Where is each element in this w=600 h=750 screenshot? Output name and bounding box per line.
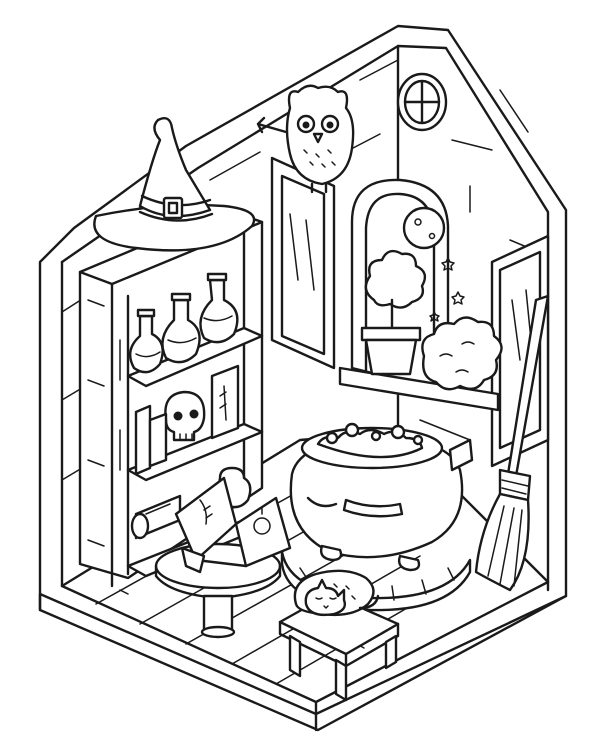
moon-icon [402,206,446,250]
owl-icon [256,84,355,194]
potion-bottle-icon [128,308,164,374]
scroll-icon [130,494,182,540]
plant-pot-icon [360,249,427,376]
potion-bottles [128,272,239,374]
spell-book-icon [174,476,292,574]
witch-hat-icon [93,117,256,252]
potion-bottle-icon [199,272,239,344]
bushes [421,316,503,391]
star-icon [451,291,465,305]
star-icon [429,311,440,322]
broom-icon [474,294,550,592]
cat-icon [293,569,380,617]
star-icon [441,257,455,271]
potion-bottle-icon [161,292,201,364]
books [134,364,240,476]
skull-icon [164,390,206,442]
round-window [396,72,448,132]
